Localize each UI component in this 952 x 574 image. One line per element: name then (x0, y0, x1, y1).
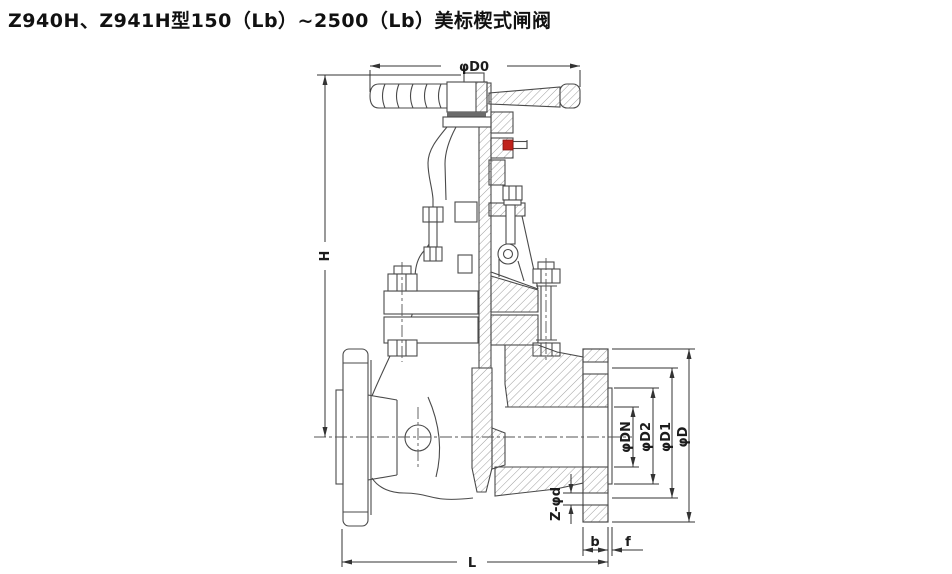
dimension-d2: φD2 (614, 387, 659, 485)
handwheel-rim-section (559, 83, 581, 109)
bonnet-flange-outside (383, 290, 479, 315)
wedge-gate-section (471, 367, 493, 493)
dimension-h: H (317, 74, 461, 437)
stem-top-nut (463, 72, 485, 83)
body-bulge (427, 396, 441, 478)
label-d2: φD2 (639, 422, 654, 452)
dimension-zd: Z-φd (549, 474, 583, 524)
bonnet-flange-section (490, 275, 539, 313)
page-title: Z940H、Z941H型150（Lb）~2500（Lb）美标楔式闸阀 (8, 10, 552, 32)
gland-eyebolt (497, 185, 525, 282)
dimension-l: L (341, 529, 608, 571)
gland-assembly (488, 111, 528, 282)
label-dn: φDN (619, 421, 634, 453)
bonnet-bolt-left (387, 265, 418, 357)
seat-ring-section (491, 427, 506, 470)
right-flange (582, 348, 613, 523)
label-l: L (468, 556, 476, 571)
dimension-d0: φD0 (369, 60, 581, 92)
body-bottom-outline (371, 477, 474, 500)
label-d: φD (676, 426, 691, 447)
valve-body (367, 344, 608, 500)
handwheel-spoke-section (488, 86, 561, 108)
label-b: b (590, 535, 599, 550)
stem-nut-housing (442, 116, 492, 128)
yoke-clamp-bolt (422, 206, 444, 262)
label-h: H (318, 251, 333, 262)
body-flange-section (490, 314, 539, 346)
label-d0: φD0 (459, 60, 489, 75)
grease-fitting (502, 139, 528, 151)
handwheel (369, 72, 581, 128)
body-lower-wall-section (494, 466, 584, 497)
label-f: f (625, 535, 631, 550)
dimension-dn: φDN (614, 406, 639, 468)
left-flange (335, 348, 372, 527)
handwheel-left-handle (369, 83, 453, 109)
body-left-outline (371, 355, 391, 397)
label-zd: Z-φd (549, 487, 564, 521)
stem-nut-band (447, 112, 486, 117)
centerlines (314, 258, 632, 470)
dimension-b: b (582, 527, 609, 567)
body-upper-wall-section (504, 344, 584, 408)
body-flange-outside (383, 316, 479, 344)
bonnet-and-flange (383, 215, 561, 357)
eyebolt-hinge-eye (497, 243, 519, 265)
label-d1: φD1 (659, 422, 674, 452)
dimension-d1: φD1 (612, 367, 678, 499)
dimension-f: f (611, 527, 643, 556)
dimension-d: φD (612, 348, 695, 523)
right-raised-face (607, 387, 613, 485)
